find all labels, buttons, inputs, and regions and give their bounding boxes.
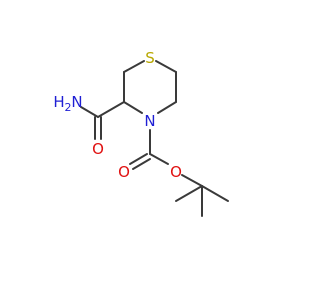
- amide-n-label: N: [71, 93, 82, 111]
- carbonyl-oxygen-label: O: [118, 163, 130, 181]
- bond-carbonyl-c-o-2: [132, 158, 151, 170]
- bond-carbonyl-c-o-1: [129, 153, 148, 165]
- sulfur-label: S: [145, 49, 155, 67]
- bond-ester-o-quaternary-c: [181, 174, 203, 187]
- bond-s-c-right: [155, 60, 177, 73]
- bond-quaternary-c-methyl-right: [201, 185, 229, 202]
- amide-nitrogen-label: H 2 N: [53, 93, 82, 114]
- bond-c3-n: [123, 101, 143, 114]
- amide-h-label: H: [53, 93, 64, 111]
- amide-h-subscript: 2: [65, 101, 72, 114]
- amide-oxygen-label: O: [92, 140, 104, 158]
- ester-oxygen-label: O: [170, 163, 182, 181]
- bond-s-c-left: [123, 60, 145, 73]
- structure-diagram: S N H 2 N O O O: [53, 49, 229, 217]
- thiomorpholine-ring: [123, 60, 177, 114]
- bond-quaternary-c-methyl-left: [175, 185, 203, 202]
- bond-carbonyl-c-ester-o: [149, 153, 169, 165]
- ring-nitrogen-label: N: [144, 112, 155, 130]
- bond-c-n-right: [157, 101, 177, 114]
- bond-amide-c-n: [80, 106, 99, 118]
- carboxamide-group: [80, 101, 125, 140]
- boc-group: [129, 129, 229, 217]
- bond-c3-amide-c: [97, 101, 125, 118]
